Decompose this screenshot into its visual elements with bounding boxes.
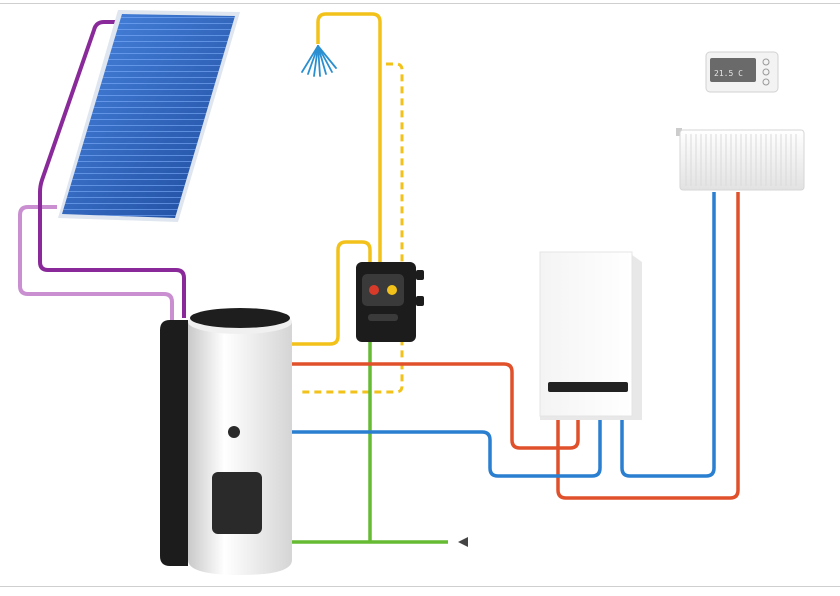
circulation-pipe [300,62,404,394]
hot-water-outlet-pipe [292,240,372,346]
wall-boiler [539,251,642,420]
hot-water-pipes [292,12,404,394]
thermostat-button-3 [762,78,770,86]
radiator-flow-pipe [556,192,740,500]
bottom-rule [0,586,840,587]
cylinder-service-hatch [212,472,262,534]
cold-water-supply-pipes [292,342,448,544]
boiler-display-bar [548,382,628,392]
heating-flow-pipes [292,192,740,500]
shower-icon [301,45,337,77]
radiator-return-pipe [620,192,716,478]
solar-circuit-pipes [18,20,186,320]
top-rule [0,3,840,4]
solar-panel [58,10,240,222]
thermostat-display: 21.5 C [714,69,743,78]
pump-valve-yellow [387,285,397,295]
arrow-left-icon [458,537,468,547]
solar-flow-pipe [38,20,186,318]
thermostat-button-2 [762,68,770,76]
cylinder-return-pipe [292,414,602,478]
heating-return-pipes [292,192,716,478]
solar-pump-station [356,262,424,342]
radiator [676,128,805,191]
cylinder-thermometer-port [228,426,240,438]
shower-supply-pipe [316,12,382,268]
room-thermostat: 21.5 C [705,51,779,93]
solar-return-pipe [18,205,174,320]
thermostat-button-1 [762,58,770,66]
boiler-to-cylinder-flow-pipe [292,362,580,450]
hot-water-cylinder [160,308,292,575]
pump-valve-red [369,285,379,295]
